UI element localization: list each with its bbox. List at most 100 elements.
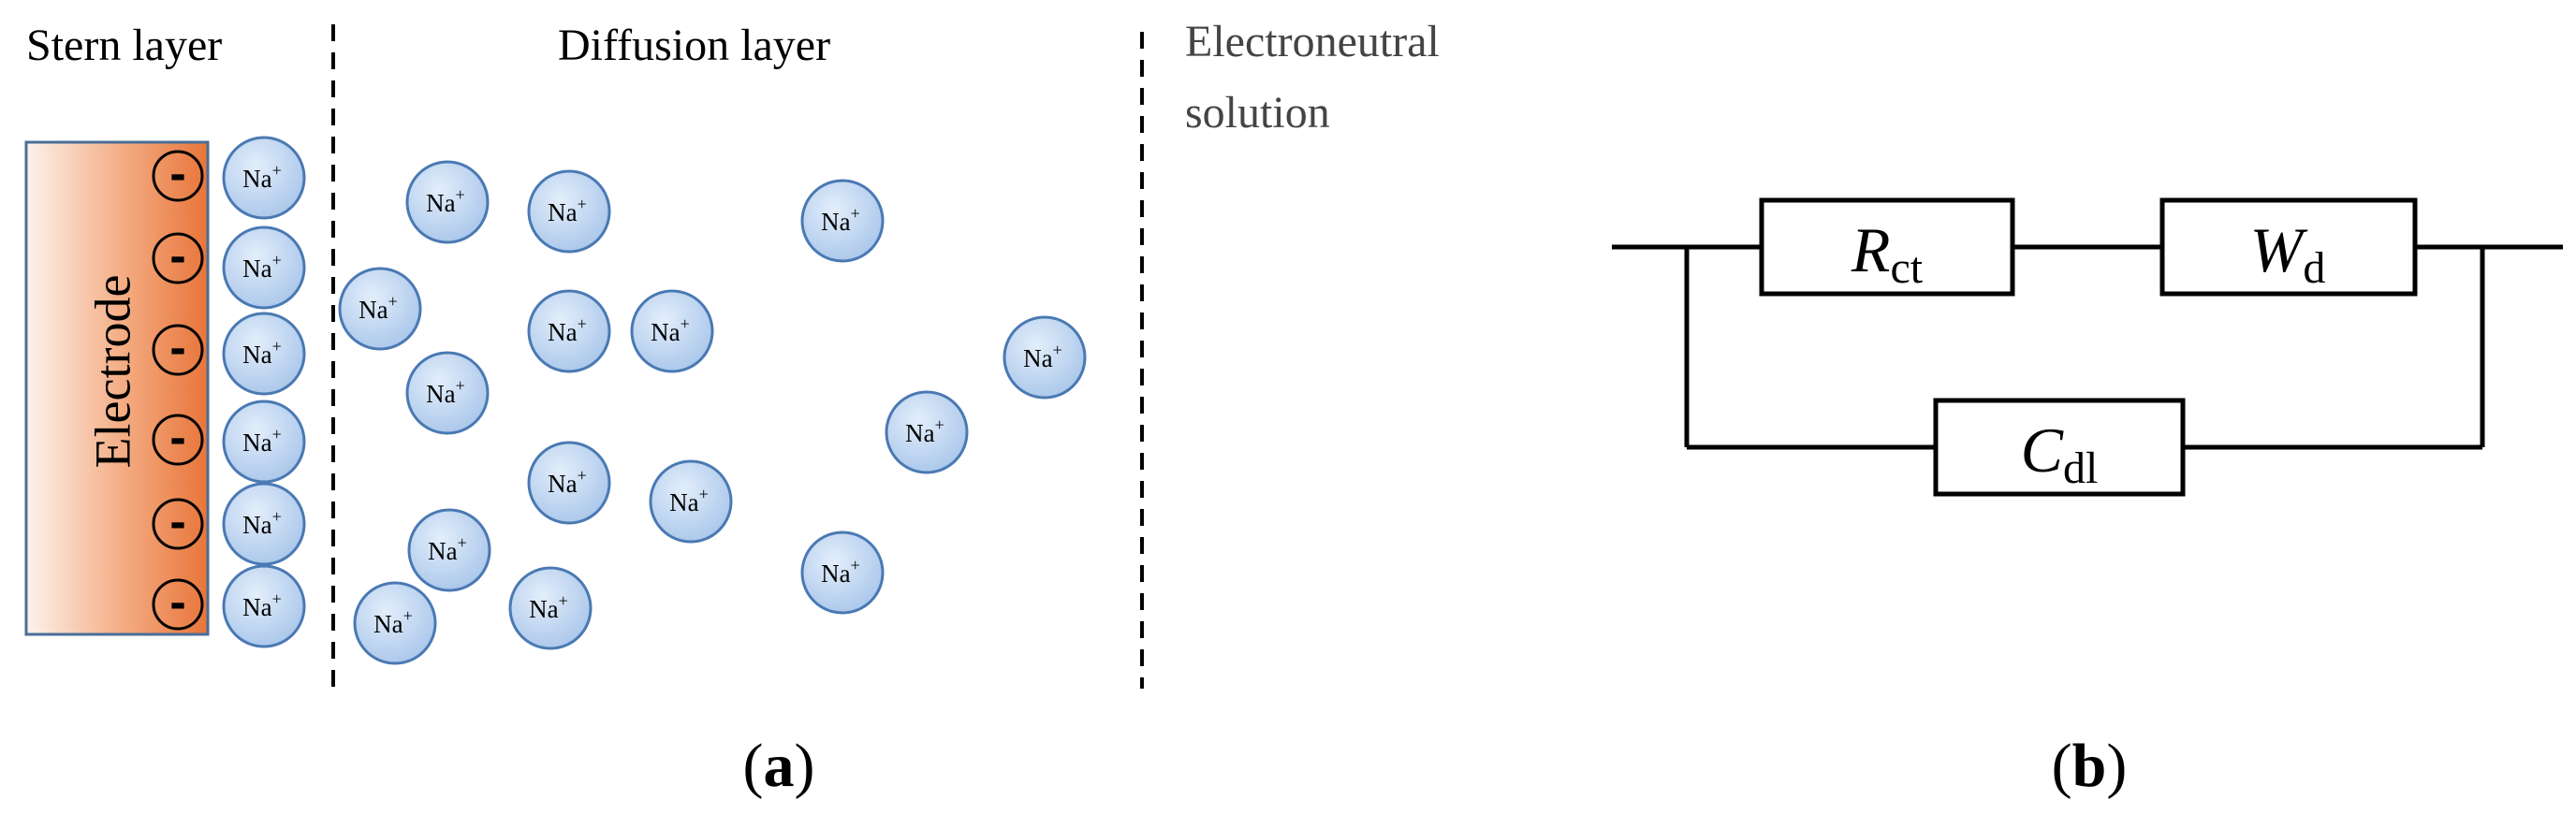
sodium-ion-label: Na+ bbox=[242, 161, 282, 193]
sodium-ion-label: Na+ bbox=[242, 337, 282, 369]
negative-charge-circle bbox=[152, 414, 204, 466]
sodium-ion-label: Na+ bbox=[373, 606, 413, 638]
negative-charge: - bbox=[152, 495, 204, 550]
sodium-ion: Na+ bbox=[222, 400, 306, 484]
sodium-ion-label: Na+ bbox=[242, 425, 282, 457]
negative-charge-circle bbox=[152, 498, 204, 550]
panel-b bbox=[1612, 197, 2563, 497]
negative-sign: - bbox=[169, 147, 185, 201]
double-layer-capacitor bbox=[1933, 398, 2186, 497]
sodium-ion-circle bbox=[222, 564, 306, 648]
panel-a-caption-letter: a bbox=[764, 732, 795, 800]
sodium-ion: Na+ bbox=[222, 482, 306, 566]
panel-a-caption: (a) bbox=[743, 732, 815, 800]
sodium-ion-label: Na+ bbox=[821, 556, 860, 588]
panel-b-caption-close: ) bbox=[2106, 732, 2127, 800]
negative-sign: - bbox=[169, 575, 185, 630]
sodium-ion: Na+ bbox=[800, 531, 885, 615]
sodium-ion-circle bbox=[222, 400, 306, 484]
sodium-ion-label: Na+ bbox=[651, 314, 690, 346]
sodium-ion: Na+ bbox=[222, 136, 306, 220]
sodium-ion-circle bbox=[407, 508, 491, 592]
cdl-main: C bbox=[2021, 414, 2064, 486]
sodium-ion: Na+ bbox=[508, 566, 593, 650]
sodium-ion-circle bbox=[508, 566, 593, 650]
sodium-ion-circle bbox=[338, 267, 422, 351]
cdl-sub: dl bbox=[2063, 443, 2098, 493]
rct-label: Rct bbox=[1851, 214, 1924, 293]
panel-b-labels: Rct Wd Cdl (b) bbox=[1851, 214, 2325, 800]
sodium-ion: Na+ bbox=[405, 351, 490, 435]
negative-charge-circle bbox=[152, 150, 204, 202]
sodium-ion: Na+ bbox=[527, 441, 611, 525]
sodium-ion-circle bbox=[800, 531, 885, 615]
sodium-ion-circle bbox=[1003, 315, 1087, 400]
sodium-ion: Na+ bbox=[800, 179, 885, 263]
sodium-ion: Na+ bbox=[222, 312, 306, 396]
negative-charge: - bbox=[152, 147, 204, 202]
sodium-ion: Na+ bbox=[353, 581, 437, 665]
sodium-ion-label: Na+ bbox=[821, 204, 860, 236]
electroneutral-label-line2: solution bbox=[1185, 88, 1330, 138]
sodium-ion-circle bbox=[527, 169, 611, 254]
sodium-ion: Na+ bbox=[885, 390, 969, 474]
sodium-ion-circle bbox=[630, 289, 714, 373]
sodium-ion-label: Na+ bbox=[242, 589, 282, 621]
sodium-ion-circle bbox=[649, 459, 733, 544]
negative-sign: - bbox=[169, 495, 185, 549]
negative-charge: - bbox=[152, 575, 204, 631]
negative-charge: - bbox=[152, 321, 204, 376]
negative-charge-circle bbox=[152, 232, 204, 284]
diffusion-layer-label: Diffusion layer bbox=[558, 21, 830, 70]
sodium-ion-label: Na+ bbox=[428, 533, 467, 565]
sodium-ion-label: Na+ bbox=[242, 251, 282, 283]
panel-a: Stern layer Diffusion layer Electroneutr… bbox=[24, 17, 1440, 800]
negative-charge: - bbox=[152, 411, 204, 466]
electrode-label: Electrode bbox=[84, 275, 140, 469]
rct-main: R bbox=[1851, 214, 1891, 285]
negative-charges: - - - - - - bbox=[152, 147, 204, 631]
wd-label: Wd bbox=[2250, 214, 2326, 293]
warburg-element bbox=[2159, 197, 2418, 297]
sodium-ion-label: Na+ bbox=[1023, 341, 1062, 372]
sodium-ion: Na+ bbox=[527, 289, 611, 373]
sodium-ion-label: Na+ bbox=[548, 466, 587, 498]
sodium-ion: Na+ bbox=[527, 169, 611, 254]
cdl-label: Cdl bbox=[2021, 414, 2099, 493]
sodium-ion-label: Na+ bbox=[529, 591, 568, 623]
sodium-ion-label: Na+ bbox=[669, 485, 709, 516]
sodium-ion-circle bbox=[222, 136, 306, 220]
sodium-ion: Na+ bbox=[649, 459, 733, 544]
sodium-ion-label: Na+ bbox=[359, 292, 398, 324]
sodium-ion-circle bbox=[222, 225, 306, 310]
sodium-ion-label: Na+ bbox=[905, 415, 944, 447]
sodium-ion-label: Na+ bbox=[426, 376, 465, 408]
sodium-ion-circle bbox=[222, 312, 306, 396]
panel-a-caption-open: ( bbox=[743, 732, 764, 800]
sodium-ion-circle bbox=[885, 390, 969, 474]
sodium-ion: Na+ bbox=[1003, 315, 1087, 400]
sodium-ion: Na+ bbox=[222, 564, 306, 648]
sodium-ions: Na+ Na+ Na+ Na+ Na+ Na+ Na+ Na+ Na+ Na+ Na+ Na+ Na+ N… bbox=[222, 136, 1087, 665]
negative-charge-circle bbox=[152, 578, 204, 631]
wd-sub: d bbox=[2303, 243, 2325, 293]
sodium-ion-circle bbox=[353, 581, 437, 665]
negative-sign: - bbox=[169, 229, 185, 283]
sodium-ion-label: Na+ bbox=[242, 507, 282, 539]
sodium-ion-circle bbox=[800, 179, 885, 263]
electrode bbox=[24, 140, 210, 636]
panel-a-caption-close: ) bbox=[795, 732, 815, 800]
stern-layer-label: Stern layer bbox=[26, 21, 222, 70]
sodium-ion: Na+ bbox=[338, 267, 422, 351]
rct-sub: ct bbox=[1890, 243, 1923, 293]
negative-charge: - bbox=[152, 229, 204, 284]
wd-main: W bbox=[2250, 214, 2308, 285]
sodium-ion-label: Na+ bbox=[548, 314, 587, 346]
sodium-ion-circle bbox=[405, 351, 490, 435]
negative-charge-circle bbox=[152, 324, 204, 376]
panel-b-caption-letter: b bbox=[2072, 732, 2107, 800]
sodium-ion: Na+ bbox=[630, 289, 714, 373]
electroneutral-label-line1: Electroneutral bbox=[1185, 17, 1440, 66]
sodium-ion: Na+ bbox=[407, 508, 491, 592]
